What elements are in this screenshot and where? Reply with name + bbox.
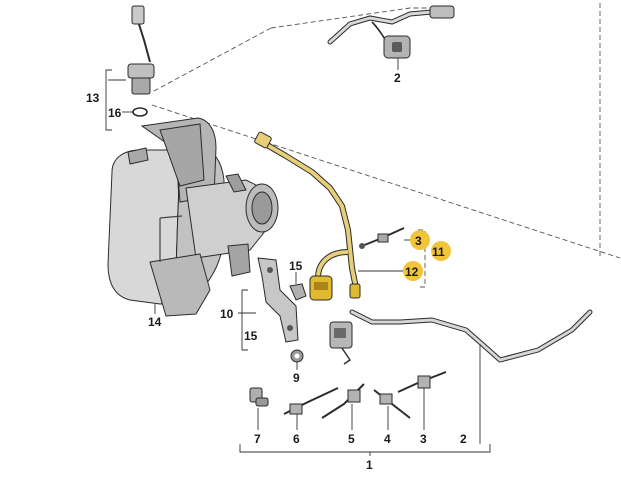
label-10: 10 bbox=[220, 307, 234, 321]
fastener-7 bbox=[249, 387, 269, 430]
cable-tie-6 bbox=[283, 387, 339, 430]
label-3-bottom: 3 bbox=[420, 432, 427, 446]
label-7: 7 bbox=[254, 432, 261, 446]
label-6: 6 bbox=[293, 432, 300, 446]
nut-9 bbox=[290, 349, 304, 370]
label-9: 9 bbox=[293, 371, 300, 385]
label-11: 11 bbox=[432, 245, 445, 259]
pressure-pipe-assembly bbox=[254, 131, 361, 301]
wiring-harness-top bbox=[327, 5, 455, 70]
group-bracket-1 bbox=[239, 444, 491, 456]
cable-tie-4 bbox=[373, 389, 411, 430]
label-1: 1 bbox=[366, 458, 373, 472]
cable-tie-5 bbox=[321, 383, 365, 430]
label-2-bottom: 2 bbox=[460, 432, 467, 446]
label-2-top: 2 bbox=[394, 71, 401, 85]
wiring-harness-bottom bbox=[329, 309, 593, 365]
label-14: 14 bbox=[148, 315, 162, 329]
clamp-15 bbox=[289, 272, 307, 301]
label-15-a: 15 bbox=[289, 259, 303, 273]
bracket-10 bbox=[238, 257, 299, 351]
cable-tie-3-lower bbox=[397, 371, 447, 430]
temperature-sensor-13 bbox=[105, 5, 155, 131]
highlight-group-11 bbox=[358, 230, 451, 281]
label-3-highlight: 3 bbox=[415, 234, 422, 248]
label-5: 5 bbox=[348, 432, 355, 446]
particulate-filter-body bbox=[107, 117, 279, 317]
label-4: 4 bbox=[384, 432, 391, 446]
label-13: 13 bbox=[86, 91, 100, 105]
part-number-labels: 2 13 16 3 11 12 15 10 15 14 9 7 6 5 4 3 … bbox=[86, 71, 467, 472]
cable-tie-3-upper bbox=[359, 227, 405, 249]
label-15-b: 15 bbox=[244, 329, 258, 343]
label-12: 12 bbox=[405, 265, 419, 279]
label-16: 16 bbox=[108, 106, 122, 120]
